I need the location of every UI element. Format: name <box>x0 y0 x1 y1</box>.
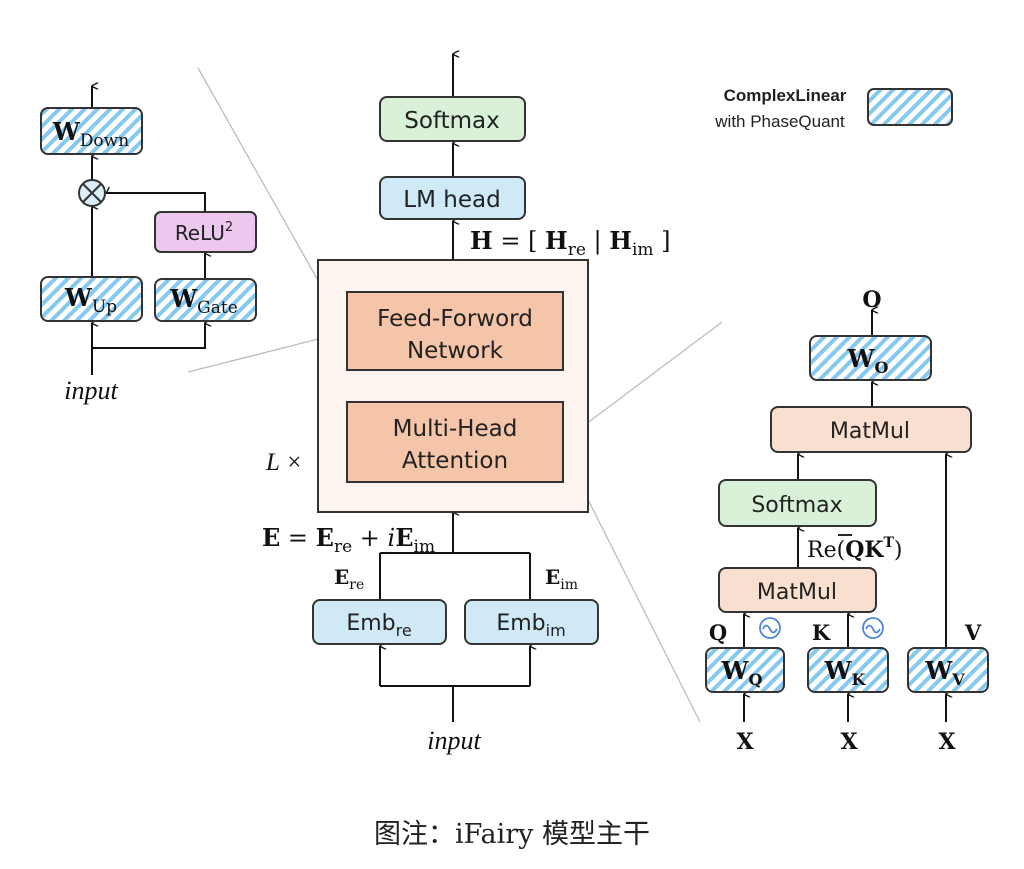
attn-softmax-box <box>718 479 877 527</box>
legend-line2: with PhaseQuant <box>714 112 845 131</box>
main-model: Softmax LM head H = [ Hre | Him ] Feed-F… <box>262 54 671 755</box>
layer-repeat-label: L × <box>265 449 303 476</box>
emb-im-label: Embim <box>496 611 565 640</box>
w-down-label: WDown <box>52 117 129 151</box>
w-up-box <box>40 276 143 322</box>
matmul-top-label: MatMul <box>830 419 910 444</box>
figure-caption: 图注：iFairy 模型主干 <box>373 819 650 850</box>
main-input-label: input <box>427 726 481 755</box>
w-gate-box <box>154 278 257 322</box>
mha-label-line2: Attention <box>402 448 508 474</box>
ffn-label-line1: Feed-Forword <box>377 306 533 332</box>
ffn-box <box>346 291 564 371</box>
e-im-label: Eim <box>545 565 578 593</box>
matmul-bottom-label: MatMul <box>757 580 837 605</box>
rotation-icon <box>759 617 781 639</box>
ffn-detail: WDown ReLU2 WUp WGate input <box>40 86 257 405</box>
emb-re-box <box>312 599 447 645</box>
legend-swatch <box>867 88 953 126</box>
matmul-bottom-box <box>718 567 877 613</box>
lm-head-box <box>379 176 526 220</box>
ffn-input-label: input <box>64 376 118 405</box>
k-label: K <box>812 620 831 645</box>
w-gate-label: WGate <box>169 284 238 318</box>
attn-softmax-label: Softmax <box>751 493 842 518</box>
relu-box <box>154 211 257 253</box>
e-equation: E = Ere + iEim <box>262 523 435 557</box>
x-input-q: X <box>736 729 754 755</box>
matmul-top-box <box>770 406 972 453</box>
w-k-box <box>807 647 889 693</box>
w-v-box <box>907 647 989 693</box>
mha-label-line1: Multi-Head <box>393 416 518 442</box>
rotation-icon <box>862 617 884 639</box>
relu-label: ReLU2 <box>175 220 233 245</box>
w-o-box <box>809 335 932 381</box>
multiply-icon <box>78 179 106 207</box>
emb-re-label: Embre <box>346 611 411 640</box>
w-down-box <box>40 107 143 155</box>
legend-line1: ComplexLinear <box>724 86 847 105</box>
v-label: V <box>964 620 982 645</box>
h-equation: H = [ Hre | Him ] <box>470 226 671 260</box>
ffn-label-line2: Network <box>407 338 504 364</box>
w-q-box <box>705 647 785 693</box>
w-q-label: WQ <box>721 656 763 689</box>
lm-head-label: LM head <box>403 187 500 213</box>
w-k-label: WK <box>824 656 867 689</box>
emb-im-box <box>464 599 599 645</box>
re-qk-expression: Re(QKT) <box>807 535 903 563</box>
softmax-label: Softmax <box>404 108 500 134</box>
output-o-label: O <box>862 287 881 313</box>
w-o-label: WO <box>847 344 889 377</box>
w-up-label: WUp <box>64 283 117 317</box>
x-input-v: X <box>938 729 956 755</box>
legend: ComplexLinear with PhaseQuant <box>714 86 953 131</box>
mha-box <box>346 401 564 483</box>
w-v-label: WV <box>924 656 965 689</box>
attention-detail: O WO MatMul Softmax Re(QKT) MatMul Q K V… <box>705 287 989 755</box>
softmax-box <box>379 96 526 142</box>
e-re-label: Ere <box>334 565 364 593</box>
x-input-k: X <box>840 729 858 755</box>
q-label: Q <box>709 620 727 645</box>
